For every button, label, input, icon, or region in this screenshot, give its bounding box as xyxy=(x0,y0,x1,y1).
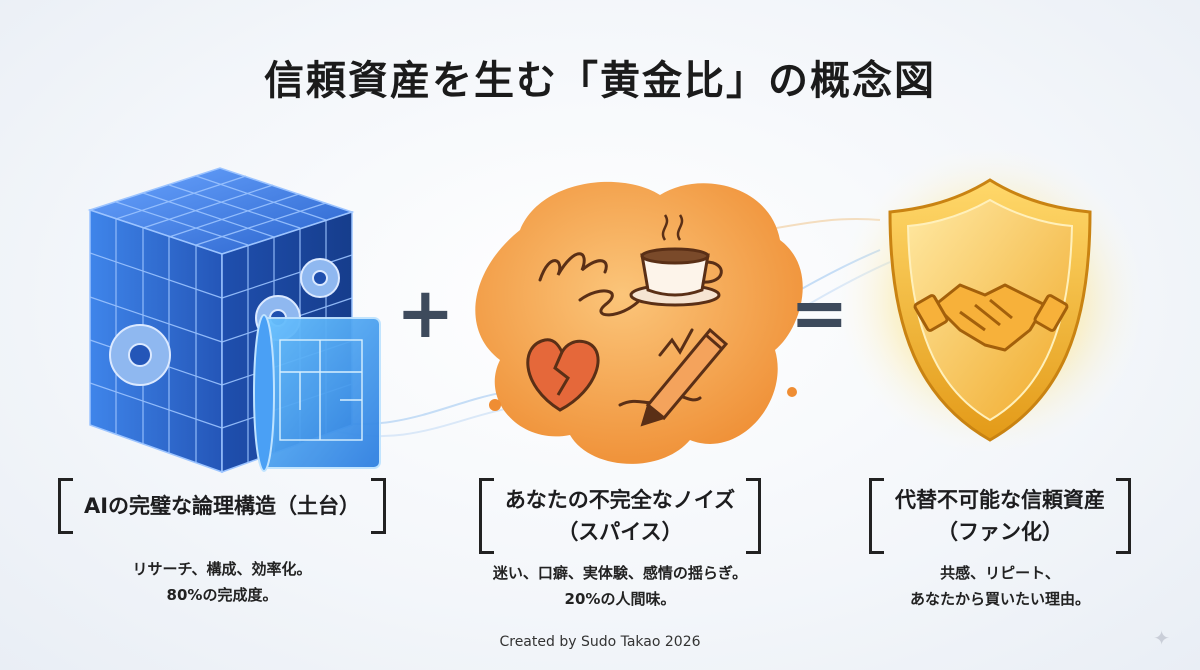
sparkle-icon: ✦ xyxy=(1153,626,1170,650)
pen-icon xyxy=(640,327,729,427)
heading-bracket: AIの完璧な論理構造（土台） xyxy=(57,478,387,534)
desc-line: リサーチ、構成、効率化。 xyxy=(132,560,312,578)
handshake-icon xyxy=(913,283,1069,352)
plus-operator: + xyxy=(396,272,455,354)
column-description: リサーチ、構成、効率化。 80%の完成度。 xyxy=(57,556,387,608)
desc-line: 迷い、口癖、実体験、感情の揺らぎ。 xyxy=(492,564,748,582)
column-description: 迷い、口癖、実体験、感情の揺らぎ。 20%の人間味。 xyxy=(455,560,785,612)
desc-line: 80%の完成度。 xyxy=(166,586,278,604)
broken-heart-icon xyxy=(526,338,600,412)
column-ai-structure: AIの完璧な論理構造（土台） リサーチ、構成、効率化。 80%の完成度。 xyxy=(57,478,387,608)
column-human-noise: あなたの不完全なノイズ （スパイス） 迷い、口癖、実体験、感情の揺らぎ。 20%… xyxy=(455,478,785,612)
desc-line: 20%の人間味。 xyxy=(564,590,676,608)
column-description: 共感、リピート、 あなたから買いたい理由。 xyxy=(835,560,1165,612)
desc-line: あなたから買いたい理由。 xyxy=(909,590,1090,608)
orange-splash-icon xyxy=(475,181,803,464)
credit-text: Created by Sudo Takao 2026 xyxy=(499,634,701,650)
column-trust-asset: 代替不可能な信頼資産 （ファン化） 共感、リピート、 あなたから買いたい理由。 xyxy=(835,478,1165,612)
equals-operator: = xyxy=(790,272,849,354)
blueprint-scroll-icon xyxy=(253,314,381,472)
page-title: 信頼資産を生む「黄金比」の概念図 xyxy=(264,58,936,104)
desc-line: 共感、リピート、 xyxy=(940,564,1060,582)
column-subheading: （ファン化） xyxy=(937,520,1063,544)
heading-bracket: 代替不可能な信頼資産 （ファン化） xyxy=(869,478,1131,554)
column-subheading: （スパイス） xyxy=(557,520,683,544)
column-heading: あなたの不完全なノイズ xyxy=(504,488,736,512)
heading-bracket: あなたの不完全なノイズ （スパイス） xyxy=(478,478,762,554)
column-heading: AIの完璧な論理構造（土台） xyxy=(83,494,361,518)
column-heading: 代替不可能な信頼資産 xyxy=(895,488,1105,512)
coffee-cup-icon xyxy=(629,214,723,307)
